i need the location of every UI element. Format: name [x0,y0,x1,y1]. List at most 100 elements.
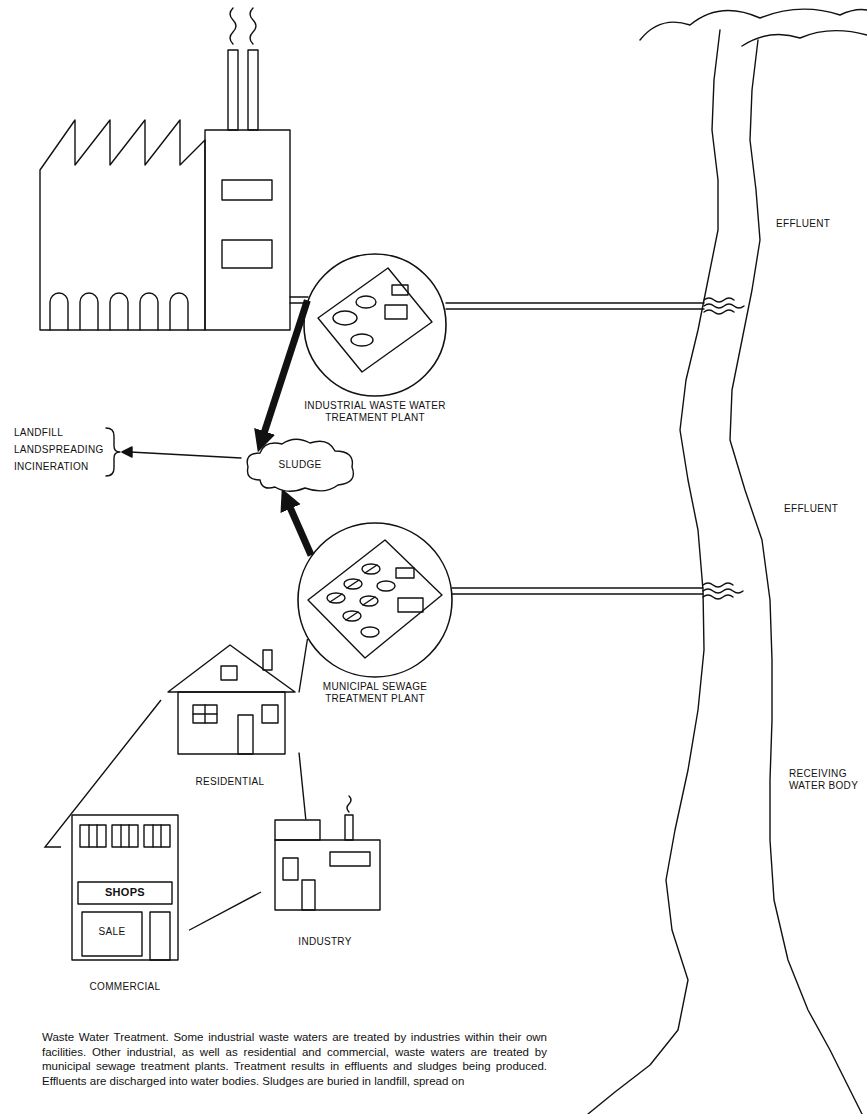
industry-building [345,815,353,840]
house [238,715,253,754]
flow-arrow [289,505,311,556]
disposal-label: LANDFILL [14,427,63,439]
factory [50,293,188,330]
industrial-plant-layout [318,268,432,372]
shop-building [89,825,97,847]
industry-building [347,796,351,812]
industrial-plant-layout [356,296,376,308]
industrial-plant-layout [351,334,373,346]
shop-building [72,815,178,960]
house [168,645,295,754]
municipal-plant-layout [377,581,395,591]
sign-text: SHOPS [105,886,145,899]
municipal-plant-layout [344,579,362,589]
disposal-bracket [106,428,241,476]
house [262,705,278,723]
sludge-cloud: SLUDGE [240,435,360,495]
factory [228,50,238,130]
municipal-plant-layout [362,564,380,574]
plant-outline [297,522,453,678]
industry-building [302,880,315,910]
sewer-line [299,753,306,820]
shop-building [82,912,142,956]
river-banks [588,30,862,1114]
text-holder: SLUDGE [240,435,360,495]
water-label: EFFLUENT [776,218,830,230]
node-label: INDUSTRIAL WASTE WATER TREATMENT PLANT [290,400,460,424]
shop-building [150,912,170,960]
treatment-plant-circle: MUNICIPAL SEWAGE TREATMENT PLANT [297,522,453,678]
municipal-plant-layout [347,580,359,588]
cloud-outline [247,439,353,491]
shop-building [78,882,172,904]
disposal-bracket [130,452,241,458]
shop-building [80,825,106,847]
disposal-label: INCINERATION [14,461,89,473]
plant-outline [303,253,447,397]
effluent-pipes [704,298,744,314]
shop-building [144,825,170,847]
node-label: INDUSTRY [261,936,389,948]
river-banks [588,30,720,1114]
shop-node: COMMERCIAL [61,810,189,995]
plant-outline [304,254,446,396]
factory [40,120,205,330]
municipal-plant-layout [398,598,423,612]
sewer-line [45,700,161,847]
effluent-pipes [446,298,744,599]
water-label: EFFLUENT [784,503,838,515]
house [193,705,217,723]
industrial-plant-layout [333,311,357,325]
industry-node: INDUSTRY [261,805,389,950]
municipal-plant-layout [365,565,377,573]
municipal-plant-layout [330,594,342,602]
sewer-line [299,639,307,693]
mountains [640,9,867,46]
shop-building [112,825,138,847]
municipal-plant-layout [360,596,378,606]
water-label: RECEIVING WATER BODY [789,768,861,792]
mountains [742,31,867,46]
industrial-plant-layout [392,285,408,295]
factory [205,130,290,330]
shop-building [121,825,129,847]
house [193,705,217,723]
effluent-pipes [452,588,703,594]
house [178,692,285,754]
disposal-label: LANDSPREADING [14,444,103,456]
industry-building [275,820,320,840]
industry-building [275,840,380,910]
sign-text: SALE [99,926,126,938]
house [168,645,295,692]
node-label: COMMERCIAL [61,981,189,993]
flow-arrow [263,300,307,435]
node-label: RESIDENTIAL [161,776,299,788]
sewer-line [189,892,261,930]
disposal-bracket [122,447,132,457]
factory [222,180,272,200]
house [221,666,237,680]
industrial-plant-layout [318,268,432,372]
house [263,650,272,670]
industry-building [275,796,380,910]
factory [230,8,256,44]
house-node: RESIDENTIAL [161,640,299,790]
municipal-plant-layout [343,611,361,621]
industrial-plant-layout [385,305,407,319]
municipal-plant-layout [346,612,358,620]
municipal-plant-layout [327,593,345,603]
shop-building [153,825,161,847]
industry-building [283,858,298,880]
industry-building [330,852,370,866]
river-banks [730,40,862,1114]
mountains [640,9,867,40]
municipal-plant-layout [308,540,442,658]
effluent-pipes [446,303,704,309]
municipal-plant-layout [308,540,442,658]
factory [248,50,258,130]
municipal-plant-layout [396,568,414,578]
disposal-bracket [106,428,120,476]
